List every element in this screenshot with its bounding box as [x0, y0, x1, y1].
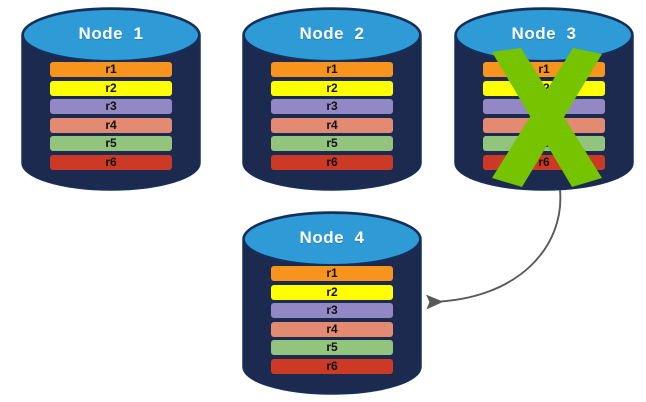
- record-label: r3: [326, 99, 338, 114]
- node-cylinder-4[interactable]: Node 4 r1 r2 r3 r4 r5 r6: [242, 211, 422, 395]
- record-label: r1: [326, 266, 338, 280]
- record-row[interactable]: r1: [271, 266, 393, 281]
- record-row[interactable]: r3: [271, 99, 393, 115]
- record-row[interactable]: r5: [271, 340, 393, 356]
- record-list: r1 r2 r3 r4 r5 r6: [243, 62, 421, 170]
- record-label: r1: [105, 62, 117, 76]
- record-label: r1: [326, 62, 338, 76]
- node-title: Node 1: [78, 24, 144, 43]
- record-row[interactable]: r3: [271, 303, 393, 319]
- record-label: r4: [326, 117, 338, 132]
- cylinder-top-ellipse: [22, 8, 200, 62]
- record-label: r5: [105, 136, 117, 151]
- cylinder-top-ellipse: [243, 8, 421, 62]
- record-label: r6: [326, 154, 338, 169]
- node-title: Node 3: [511, 24, 577, 43]
- record-row[interactable]: r2: [50, 80, 172, 96]
- record-label: r3: [105, 99, 117, 114]
- record-label: r3: [326, 303, 338, 318]
- node-cylinder-1[interactable]: Node 1 r1 r2 r3 r4 r5 r6: [21, 7, 201, 191]
- record-row[interactable]: r4: [271, 117, 393, 133]
- record-label: r4: [105, 117, 117, 132]
- record-label: r5: [326, 136, 338, 151]
- record-label: r2: [105, 80, 117, 95]
- record-row[interactable]: r6: [50, 154, 172, 170]
- record-row[interactable]: r1: [50, 62, 172, 77]
- record-row[interactable]: r6: [271, 358, 393, 374]
- record-list: r1 r2 r3 r4 r5 r6: [243, 266, 421, 374]
- arrow-line: [426, 189, 562, 310]
- record-row[interactable]: r5: [50, 136, 172, 152]
- node-cylinder-2[interactable]: Node 2 r1 r2 r3 r4 r5 r6: [242, 7, 422, 191]
- record-label: r4: [326, 321, 338, 336]
- record-label: r2: [326, 80, 338, 95]
- record-row[interactable]: r2: [271, 80, 393, 96]
- record-row[interactable]: r4: [50, 117, 172, 133]
- record-row[interactable]: r1: [271, 62, 393, 77]
- node-title: Node 2: [299, 24, 365, 43]
- record-row[interactable]: r3: [50, 99, 172, 115]
- record-label: r5: [326, 340, 338, 355]
- record-row[interactable]: r5: [271, 136, 393, 152]
- record-row[interactable]: r6: [271, 154, 393, 170]
- record-label: r6: [105, 154, 117, 169]
- node-title: Node 4: [299, 228, 365, 247]
- record-row[interactable]: r4: [271, 321, 393, 337]
- cylinder-top-ellipse: [243, 212, 421, 266]
- record-label: r2: [326, 284, 338, 299]
- record-label: r6: [326, 358, 338, 373]
- record-list: r1 r2 r3 r4 r5 r6: [22, 62, 200, 170]
- record-row[interactable]: r2: [271, 284, 393, 300]
